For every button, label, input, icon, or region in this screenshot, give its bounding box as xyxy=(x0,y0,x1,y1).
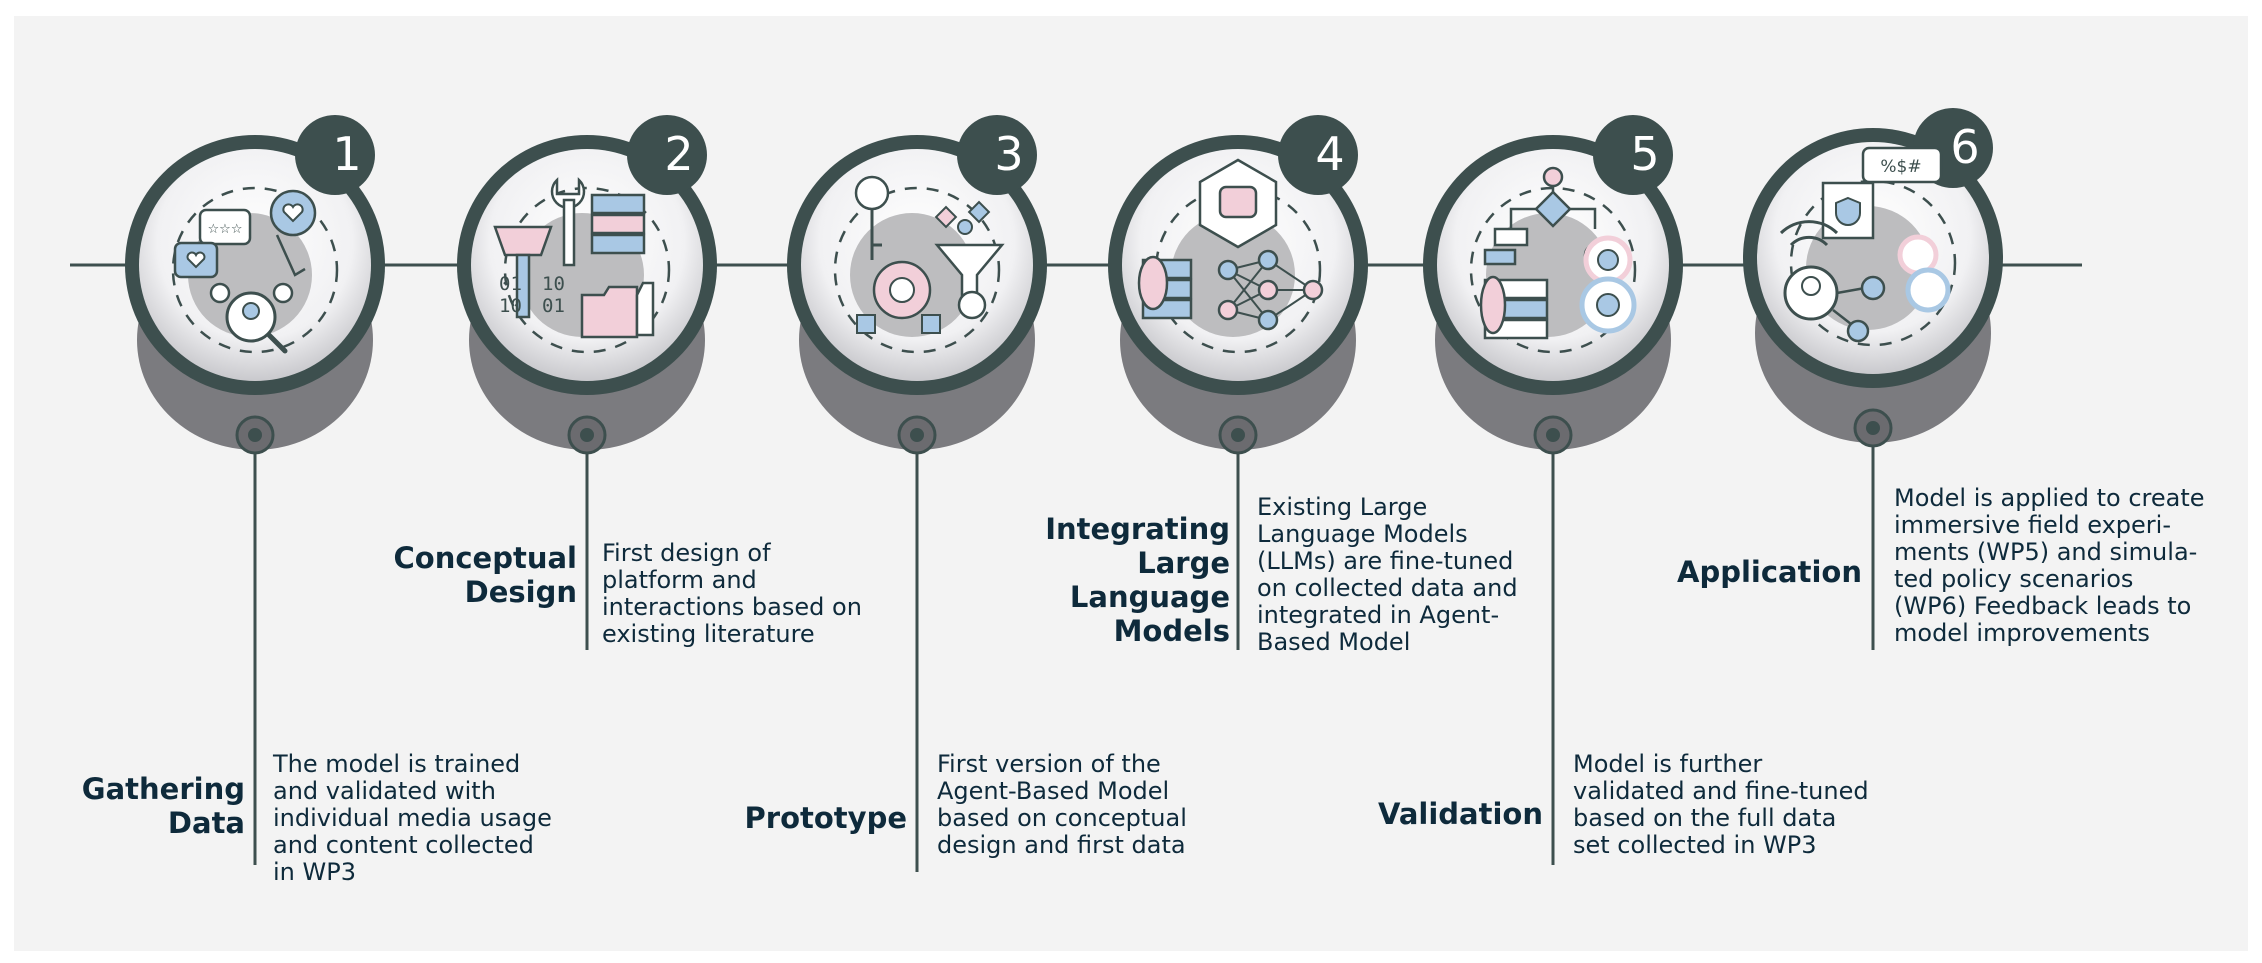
description-line: First design of xyxy=(602,539,771,567)
step-3: 3 xyxy=(787,115,1047,872)
step-5-title: Validation xyxy=(1378,797,1543,831)
description-line: Model is further xyxy=(1573,750,1763,778)
description-line: interactions based on xyxy=(602,593,862,621)
description-line: set collected in WP3 xyxy=(1573,831,1817,859)
description-line: and validated with xyxy=(273,777,496,805)
description-line: based on conceptual xyxy=(937,804,1187,832)
svg-text:10: 10 xyxy=(542,273,565,295)
description-line: Agent-Based Model xyxy=(937,777,1170,805)
description-line: Existing Large xyxy=(1257,493,1428,521)
step-number-badge xyxy=(957,115,1037,195)
title-line: Gathering xyxy=(81,772,245,806)
step-number-badge xyxy=(295,115,375,195)
svg-text:01: 01 xyxy=(499,273,522,295)
description-line: in WP3 xyxy=(273,858,356,886)
description-line: on collected data and xyxy=(1257,574,1518,602)
description-line: validated and fine-tuned xyxy=(1573,777,1869,805)
description-line: First version of the xyxy=(937,750,1161,778)
step-dot-center xyxy=(1231,428,1245,442)
description-line: individual media usage xyxy=(273,804,552,832)
step-dashed-ring xyxy=(503,186,671,354)
step-number: 5 xyxy=(1630,127,1659,181)
svg-text:01: 01 xyxy=(542,295,565,317)
description-line: existing literature xyxy=(602,620,815,648)
step-1: 1 ☆☆☆ xyxy=(125,115,385,865)
step-number: 2 xyxy=(664,127,693,181)
step-dot-center xyxy=(580,428,594,442)
title-line: Design xyxy=(464,575,577,609)
description-line: Model is applied to create xyxy=(1894,484,2205,512)
description-line: Based Model xyxy=(1257,628,1411,656)
description-line: The model is trained xyxy=(273,750,521,778)
step-number-badge xyxy=(627,115,707,195)
title-line: Models xyxy=(1113,614,1230,648)
description-line: based on the full data xyxy=(1573,804,1837,832)
social-media-data-icon: ☆☆☆ xyxy=(173,189,317,354)
step-dashed-ring xyxy=(171,186,339,354)
step-dot-center xyxy=(248,428,262,442)
step-number-badge xyxy=(1278,115,1358,195)
application-user-icon: %$# xyxy=(1779,146,1951,343)
step-number: 1 xyxy=(332,127,361,181)
title-line: Prototype xyxy=(744,801,907,835)
title-line: Integrating xyxy=(1045,512,1230,546)
description-line: immersive field experi- xyxy=(1894,511,2171,539)
description-line: platform and xyxy=(602,566,757,594)
step-dot-center xyxy=(1866,421,1880,435)
description-line: ted policy scenarios xyxy=(1894,565,2134,593)
step-number: 4 xyxy=(1315,127,1344,181)
title-line: Validation xyxy=(1377,797,1543,831)
title-line: Conceptual xyxy=(393,541,578,575)
description-line: and content collected xyxy=(273,831,534,859)
description-line: Language Models xyxy=(1257,520,1468,548)
title-line: Data xyxy=(167,806,245,840)
step-3-title: Prototype xyxy=(745,801,907,835)
description-line: model improvements xyxy=(1894,619,2150,647)
step-dashed-ring xyxy=(833,186,1001,354)
title-line: Large xyxy=(1137,546,1230,580)
step-6-title: Application xyxy=(1677,555,1862,589)
step-number: 3 xyxy=(994,127,1023,181)
step-dot-center xyxy=(1546,428,1560,442)
description-line: integrated in Agent- xyxy=(1257,601,1500,629)
flowchart-validation-icon xyxy=(1479,166,1637,340)
step-number: 6 xyxy=(1950,120,1979,174)
step-4: 4 xyxy=(1108,115,1368,650)
step-6: 6 %$# xyxy=(1743,108,2003,650)
step-number-badge xyxy=(1593,115,1673,195)
title-line: Application xyxy=(1677,555,1862,589)
title-line: Language xyxy=(1069,580,1230,614)
prototype-funnel-icon xyxy=(854,175,1005,334)
svg-text:☆☆☆: ☆☆☆ xyxy=(208,222,243,237)
step-5: 5 xyxy=(1423,115,1683,865)
description-line: (WP6) Feedback leads to xyxy=(1894,592,2192,620)
description-line: design and first data xyxy=(937,831,1186,859)
neural-network-icon xyxy=(1137,158,1324,331)
svg-text:%$#: %$# xyxy=(1880,157,1921,177)
description-line: ments (WP5) and simula- xyxy=(1894,538,2198,566)
description-line: (LLMs) are fine-tuned xyxy=(1257,547,1514,575)
svg-text:10: 10 xyxy=(499,295,522,317)
step-dot-center xyxy=(910,428,924,442)
